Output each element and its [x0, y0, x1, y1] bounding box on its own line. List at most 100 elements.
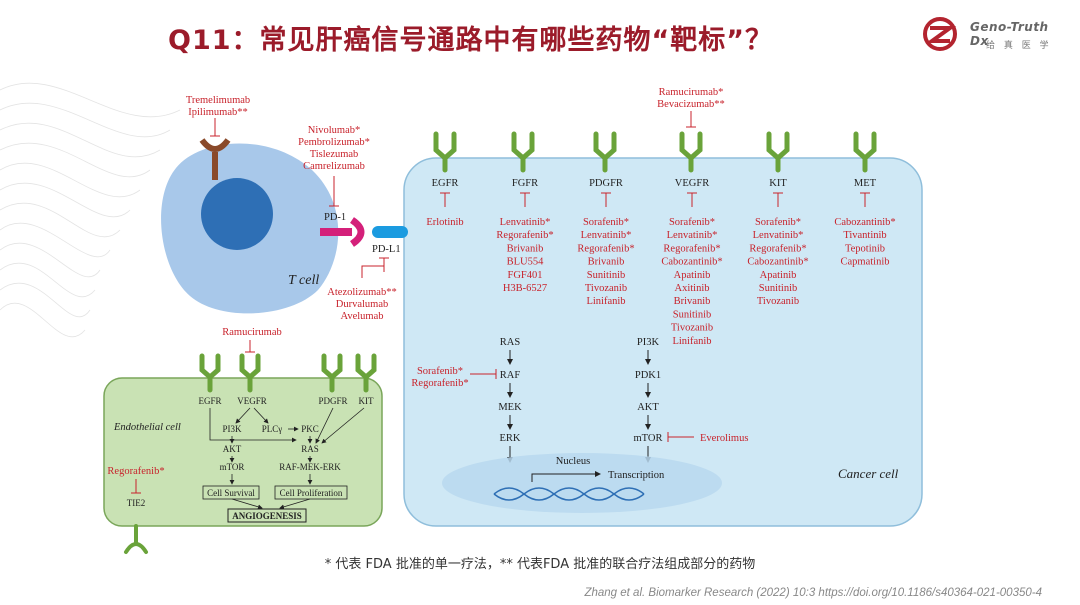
receptor-met: MET: [854, 178, 877, 189]
dna-helix: [493, 487, 645, 501]
erk-node: ERK: [500, 433, 521, 444]
receptor-egfr: EGFR: [432, 178, 459, 189]
cell-proliferation: Cell Proliferation: [280, 488, 343, 498]
tie2-label: TIE2: [127, 498, 146, 508]
endothelial-label: Endothelial cell: [113, 422, 181, 433]
drug-vegfr-1: Lenvatinib*: [667, 230, 718, 241]
drug-fgfr-0: Lenvatinib*: [500, 217, 551, 228]
endo-akt: AKT: [223, 444, 242, 454]
ctla4-receptor: [199, 138, 231, 180]
drug-pdgfr-1: Lenvatinib*: [581, 230, 632, 241]
cancer-cell-label: Cancer cell: [838, 466, 899, 481]
ras-node: RAS: [500, 337, 521, 348]
mtor-node: mTOR: [634, 433, 663, 444]
mtor-drug: Everolimus: [700, 433, 748, 444]
drug-pdgfr-4: Sunitinib: [587, 270, 626, 281]
pd1-receptor: [349, 217, 365, 247]
raf-node: RAF: [500, 370, 521, 381]
pd1-drug-3: Tislezumab: [310, 149, 359, 160]
drug-met-0: Cabozantinib*: [834, 217, 895, 228]
drug-vegfr-4: Apatinib: [674, 270, 711, 281]
endo-receptors: [199, 353, 377, 393]
company-logo: Geno-Truth Dx 给 真 医 学: [920, 14, 1070, 56]
drug-kit-6: Tivozanib: [757, 296, 799, 307]
pi3k-pathway: PI3K PDK1 AKT mTOR: [634, 337, 663, 463]
endo-raf-mek-erk: RAF-MEK-ERK: [279, 462, 341, 472]
footnote: * 代表 FDA 批准的单一疗法，** 代表FDA 批准的联合疗法组成部分的药物: [324, 557, 756, 572]
pd1-drug-1: Nivolumab*: [308, 125, 361, 136]
drug-vegfr-3: Cabozantinib*: [661, 257, 722, 268]
receptor-columns: EGFR FGFR PDGFR VEGFR KIT MET: [432, 178, 877, 189]
drug-vegfr-9: Linifanib: [672, 336, 711, 347]
drug-pdgfr-0: Sorafenib*: [583, 217, 629, 228]
cell-survival: Cell Survival: [207, 488, 255, 498]
endo-top-drug: Ramucirumab: [222, 327, 281, 338]
drug-vegfr-6: Brivanib: [674, 296, 711, 307]
ras-pathway: RAS RAF MEK ERK: [498, 337, 522, 463]
drug-vegfr-2: Regorafenib*: [663, 243, 720, 254]
receptor-kit: KIT: [769, 178, 787, 189]
drug-fgfr-1: Regorafenib*: [496, 230, 553, 241]
t-cell-label: T cell: [288, 273, 319, 288]
page-title: Q11：常见肝癌信号通路中有哪些药物“靶标”？: [168, 25, 774, 56]
drug-kit-0: Sorafenib*: [755, 217, 801, 228]
endo-egfr: EGFR: [198, 396, 221, 406]
drug-met-2: Tepotinib: [845, 243, 885, 254]
endo-kit: KIT: [359, 396, 374, 406]
drug-fgfr-2: Brivanib: [507, 243, 544, 254]
drug-kit-5: Sunitinib: [759, 283, 798, 294]
pdl1-drug-3: Avelumab: [341, 311, 384, 322]
drug-kit-4: Apatinib: [760, 270, 797, 281]
nucleus-label: Nucleus: [556, 456, 590, 467]
akt-node: AKT: [637, 402, 659, 413]
endo-ras: RAS: [301, 444, 319, 454]
pdl1-label: PD-L1: [372, 244, 401, 255]
pd1-drug-4: Camrelizumab: [303, 161, 365, 172]
logo-name: Geno-Truth Dx: [970, 20, 1049, 48]
pdl1-receptor: [372, 226, 408, 238]
pdl1-drug-2: Durvalumab: [336, 299, 389, 310]
vegfr-top-drug-1: Ramucirumab*: [659, 87, 724, 98]
tie2-receptor: [124, 524, 148, 554]
cancer-receptors: [433, 131, 877, 173]
logo-icon: [923, 17, 957, 51]
angiogenesis: ANGIOGENESIS: [232, 511, 302, 521]
drug-met-1: Tivantinib: [843, 230, 886, 241]
endo-pi3k: PI3K: [222, 424, 242, 434]
transcription-label: Transcription: [608, 470, 665, 481]
drug-vegfr-0: Sorafenib*: [669, 217, 715, 228]
drug-vegfr-7: Sunitinib: [673, 309, 712, 320]
drug-pdgfr-3: Brivanib: [588, 257, 625, 268]
endo-mtor: mTOR: [220, 462, 245, 472]
pd1-label: PD-1: [324, 212, 346, 223]
ctla4-drug-1: Tremelimumab: [186, 95, 250, 106]
tie2-drug: Regorafenib*: [107, 466, 164, 477]
drug-kit-3: Cabozantinib*: [747, 257, 808, 268]
endo-pkc: PKC: [301, 424, 319, 434]
drug-kit-1: Lenvatinib*: [753, 230, 804, 241]
drug-pdgfr-2: Regorafenib*: [577, 243, 634, 254]
pdk1-node: PDK1: [635, 370, 661, 381]
drug-vegfr-5: Axitinib: [674, 283, 709, 294]
raf-drug-2: Regorafenib*: [411, 378, 468, 389]
vegfr-top-drug-2: Bevacizumab**: [657, 99, 725, 110]
mek-node: MEK: [498, 402, 522, 413]
drug-egfr-0: Erlotinib: [426, 217, 463, 228]
pd1-drug-2: Pembrolizumab*: [298, 137, 370, 148]
raf-drug-1: Sorafenib*: [417, 366, 463, 377]
receptor-inhibition-marks: [440, 192, 870, 207]
drug-met-3: Capmatinib: [841, 257, 890, 268]
endo-pathway: EGFR VEGFR PDGFR KIT PI3K PLCγ PKC AKT R…: [198, 396, 374, 523]
t-cell-nucleus: [201, 178, 273, 250]
drug-pdgfr-5: Tivozanib: [585, 283, 627, 294]
cancer-nucleus: [442, 453, 722, 513]
endo-plcg: PLCγ: [262, 424, 283, 434]
drug-fgfr-3: BLU554: [507, 257, 545, 268]
drug-vegfr-8: Tivozanib: [671, 323, 713, 334]
ctla4-drug-2: Ipilimumab**: [188, 107, 248, 118]
citation: Zhang et al. Biomarker Research (2022) 1…: [584, 587, 1042, 599]
pi3k-node: PI3K: [637, 337, 660, 348]
pdl1-drug-1: Atezolizumab**: [327, 287, 396, 298]
endo-vegfr: VEGFR: [237, 396, 267, 406]
